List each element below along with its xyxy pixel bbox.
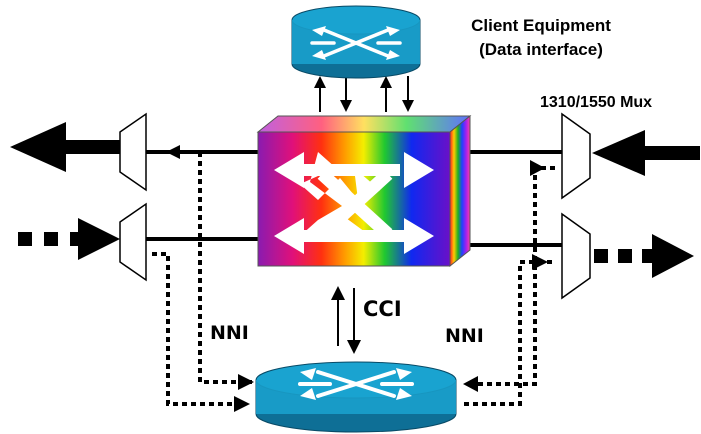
control-router	[255, 361, 457, 433]
mux-right-bottom	[561, 212, 591, 300]
nni-label-right: NNI	[445, 325, 484, 347]
right-output-dotted-arrow	[594, 234, 694, 278]
left-output-arrow	[10, 122, 122, 172]
left-input-dotted-arrow	[18, 218, 120, 260]
cube-diagonal-cross	[317, 169, 393, 239]
mux-label: 1310/1550 Mux	[540, 94, 653, 111]
right-input-arrow	[592, 130, 700, 176]
mux-right-top	[561, 112, 591, 200]
client-interface-arrows	[314, 76, 414, 112]
cci-arrows	[331, 286, 361, 354]
nni-arrowheads	[166, 145, 548, 412]
client-equipment-subtitle: (Data interface)	[479, 40, 603, 59]
nni-label-left: NNI	[210, 322, 249, 344]
router-arrows-icon	[298, 370, 414, 398]
client-router	[291, 5, 421, 79]
client-equipment-label: Client Equipment (Data interface)	[446, 14, 636, 62]
client-equipment-title: Client Equipment	[471, 16, 611, 35]
router-arrows-icon	[310, 28, 402, 58]
mux-left-bottom	[119, 202, 147, 282]
spectral-switch-cube	[256, 114, 472, 268]
cci-label: CCI	[363, 297, 402, 321]
mux-left-top	[119, 112, 147, 192]
